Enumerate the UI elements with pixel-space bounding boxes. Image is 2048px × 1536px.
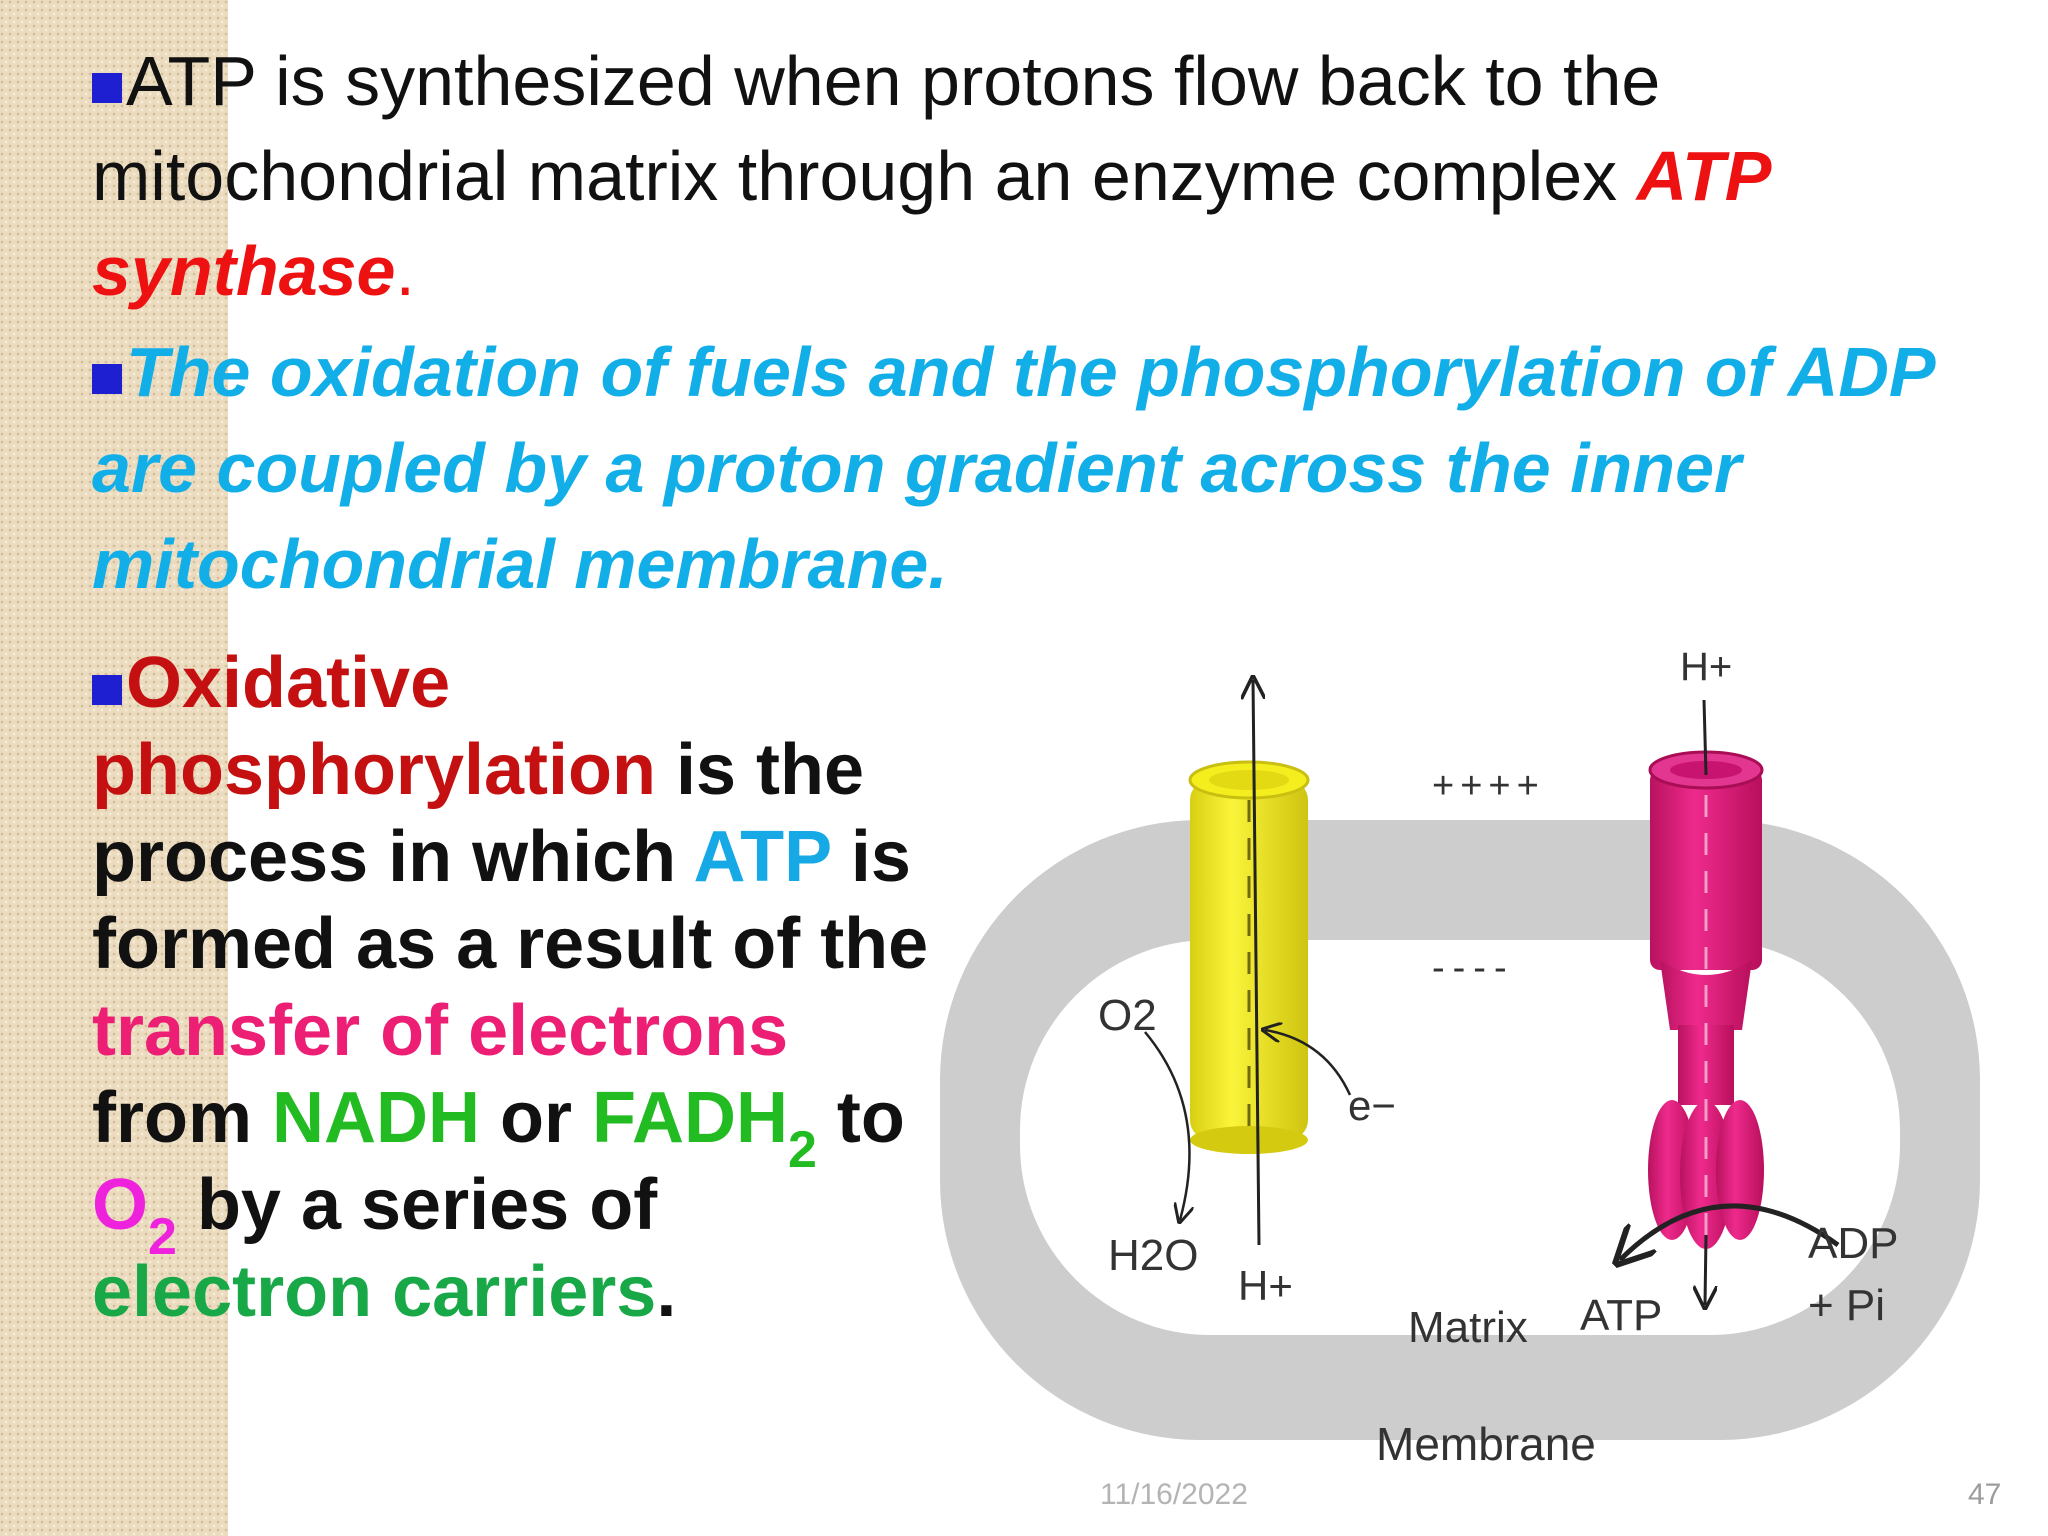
atp-term: ATP bbox=[693, 817, 831, 897]
nadh-term: NADH bbox=[272, 1078, 480, 1158]
label-minus-charges: ---- bbox=[1432, 947, 1515, 989]
text-fragment: by a series of bbox=[176, 1165, 658, 1245]
label-plus-charges: ++++ bbox=[1432, 765, 1545, 807]
text-fragment: is the process in which bbox=[92, 730, 865, 897]
label-h-top: H+ bbox=[1680, 645, 1732, 689]
bullet-square-icon bbox=[92, 364, 122, 394]
paragraph-text: The oxidation of fuels and the phosphory… bbox=[92, 333, 1934, 603]
electron-carriers-term: electron carriers bbox=[92, 1252, 657, 1332]
atp-formation-arrow bbox=[1620, 1203, 1840, 1260]
label-atp: ATP bbox=[1580, 1291, 1662, 1340]
slide-date: 11/16/2022 bbox=[1100, 1478, 1248, 1511]
paragraph-text: ATP is synthesized when protons flow bac… bbox=[92, 42, 1661, 215]
label-h2o: H2O bbox=[1108, 1231, 1198, 1280]
label-pi: + Pi bbox=[1808, 1281, 1885, 1330]
oxidative-phosphorylation-diagram: H+ ++++ ---- O2 e− H2O H+ Matrix ATP ADP… bbox=[940, 645, 1980, 1470]
label-electron: e− bbox=[1348, 1082, 1396, 1129]
fadh2-term: FADH2 bbox=[592, 1078, 817, 1180]
bullet-square-icon bbox=[92, 73, 122, 103]
paragraph-coupling: The oxidation of fuels and the phosphory… bbox=[92, 324, 2008, 612]
proton-return-arrow bbox=[1702, 699, 1708, 776]
slide-number: 47 bbox=[1968, 1478, 2002, 1511]
text-fragment: from bbox=[92, 1078, 272, 1158]
paragraph-oxidative-phosphorylation: Oxidative phosphorylation is the process… bbox=[92, 640, 932, 1336]
label-h-bottom: H+ bbox=[1238, 1262, 1293, 1309]
text-fragment: is formed as a result of the bbox=[92, 817, 929, 984]
paragraph-atp-synthesis: ATP is synthesized when protons flow bac… bbox=[92, 34, 2008, 319]
o2-term: O2 bbox=[92, 1165, 177, 1267]
proton-pump-arrow bbox=[1253, 680, 1259, 1246]
electron-arrow bbox=[1265, 1030, 1352, 1096]
oxygen-reduction-arrow bbox=[1144, 1031, 1189, 1220]
label-membrane: Membrane bbox=[1376, 1418, 1596, 1470]
bullet-square-icon bbox=[92, 675, 122, 705]
period: . bbox=[395, 232, 415, 310]
oxidative-phosphorylation-term: Oxidative phosphorylation bbox=[92, 643, 656, 810]
electron-carrier-cylinder bbox=[1188, 760, 1310, 1154]
text-fragment: or bbox=[479, 1078, 592, 1158]
label-matrix: Matrix bbox=[1408, 1303, 1528, 1352]
text-fragment: to bbox=[816, 1078, 905, 1158]
label-o2: O2 bbox=[1098, 991, 1157, 1040]
atp-synthase-term: ATP synthase bbox=[92, 137, 1769, 310]
transfer-of-electrons-term: transfer of electrons bbox=[92, 991, 789, 1071]
label-adp: ADP bbox=[1808, 1219, 1898, 1268]
period: . bbox=[656, 1252, 677, 1332]
proton-exit-arrow bbox=[1705, 1234, 1706, 1305]
decorative-side-strip bbox=[0, 0, 228, 1536]
